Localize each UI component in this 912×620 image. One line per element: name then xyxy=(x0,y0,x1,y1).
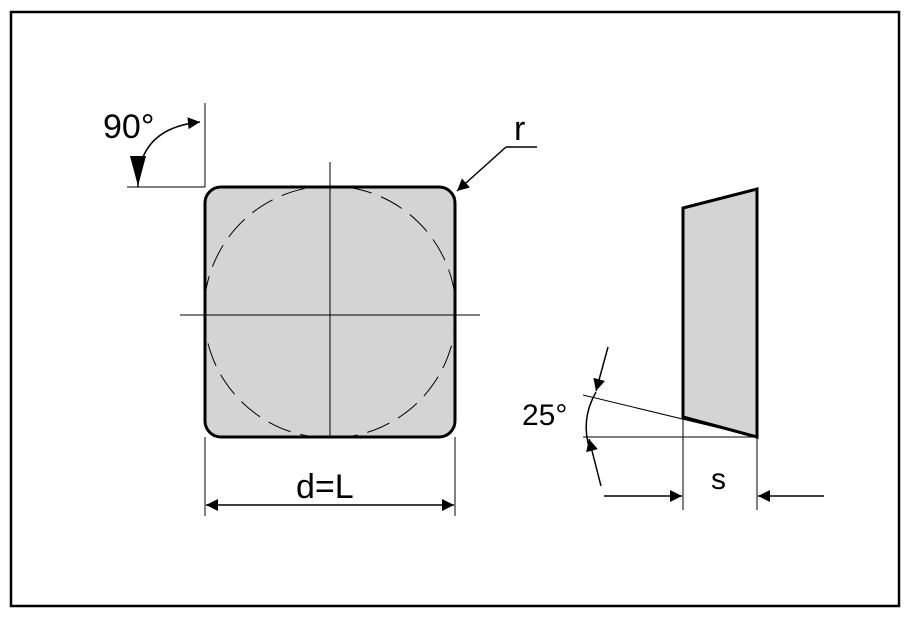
angle-90-indicator xyxy=(127,103,206,188)
dimension-s xyxy=(604,417,824,510)
dimension-d-l xyxy=(204,437,456,516)
radius-label: r xyxy=(514,110,525,148)
angle-25-label: 25° xyxy=(522,399,567,432)
radius-leader xyxy=(456,146,537,192)
angle-90-label: 90° xyxy=(103,108,154,146)
dimension-d-l-label: d=L xyxy=(296,468,354,506)
angle-25-indicator xyxy=(582,346,758,487)
insert-side-view xyxy=(681,187,759,439)
thickness-label: s xyxy=(711,463,726,496)
